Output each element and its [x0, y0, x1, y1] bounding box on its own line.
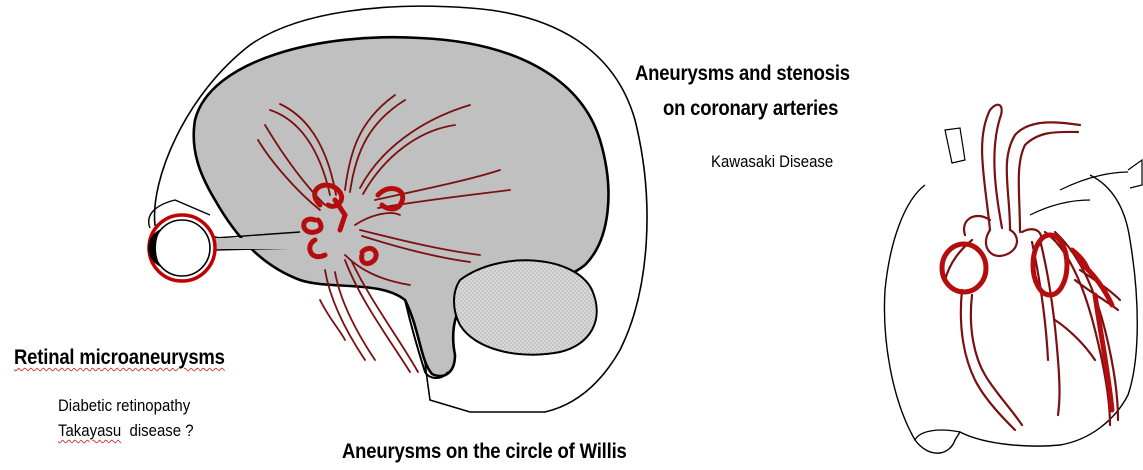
retinal-cause-diabetic: Diabetic retinopathy [58, 396, 190, 416]
coronary-title-line1: Aneurysms and stenosis [635, 62, 850, 86]
takayasu-suffix: disease ? [121, 421, 193, 440]
retinal-cause-takayasu: Takayasu disease ? [58, 421, 194, 441]
cerebellum [454, 260, 597, 354]
coronary-title-line2: on coronary arteries [663, 97, 838, 121]
aortic-stub [945, 128, 965, 163]
kawasaki-label: Kawasaki Disease [711, 152, 833, 172]
takayasu-word: Takayasu [58, 421, 121, 440]
retinal-title: Retinal microaneurysms [14, 346, 225, 370]
retinal-title-text: Retinal microaneurysms [14, 346, 225, 369]
heart-diagram [884, 105, 1142, 453]
willis-title: Aneurysms on the circle of Willis [342, 440, 627, 464]
